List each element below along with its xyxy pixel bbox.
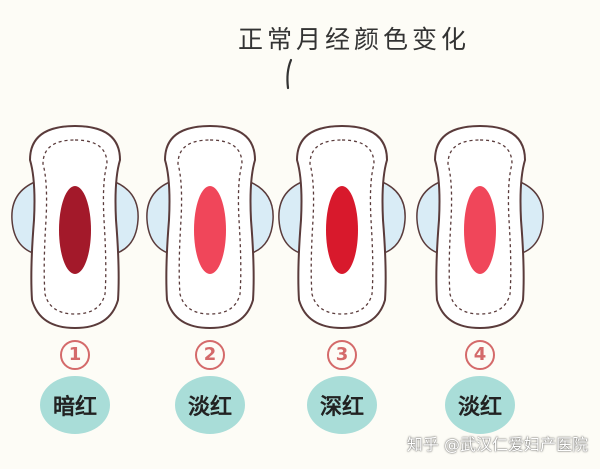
pad-item-3: 3 深红 (277, 120, 407, 450)
color-label-3: 深红 (307, 376, 377, 434)
item-number-1: 1 (60, 340, 90, 370)
title-pointer-mark (286, 58, 293, 90)
sanitary-pad-illustration (11, 124, 139, 330)
stain-3 (326, 186, 358, 274)
item-number-4: 4 (465, 340, 495, 370)
watermark: 知乎 @武汉仁爱妇产医院 (406, 435, 588, 454)
color-label-4: 淡红 (445, 376, 515, 434)
stain-2 (194, 186, 226, 274)
item-number-2: 2 (195, 340, 225, 370)
sanitary-pad-illustration (146, 124, 274, 330)
sanitary-pad-illustration (278, 124, 406, 330)
stain-1 (59, 186, 91, 274)
sanitary-pad-illustration (416, 124, 544, 330)
stain-4 (464, 186, 496, 274)
item-number-3: 3 (327, 340, 357, 370)
color-label-1: 暗红 (40, 376, 110, 434)
color-label-2: 淡红 (175, 376, 245, 434)
pad-item-4: 4 淡红 (415, 120, 545, 450)
pad-item-2: 2 淡红 (145, 120, 275, 450)
pad-item-1: 1 暗红 (10, 120, 140, 450)
page-title: 正常月经颜色变化 (238, 25, 471, 54)
